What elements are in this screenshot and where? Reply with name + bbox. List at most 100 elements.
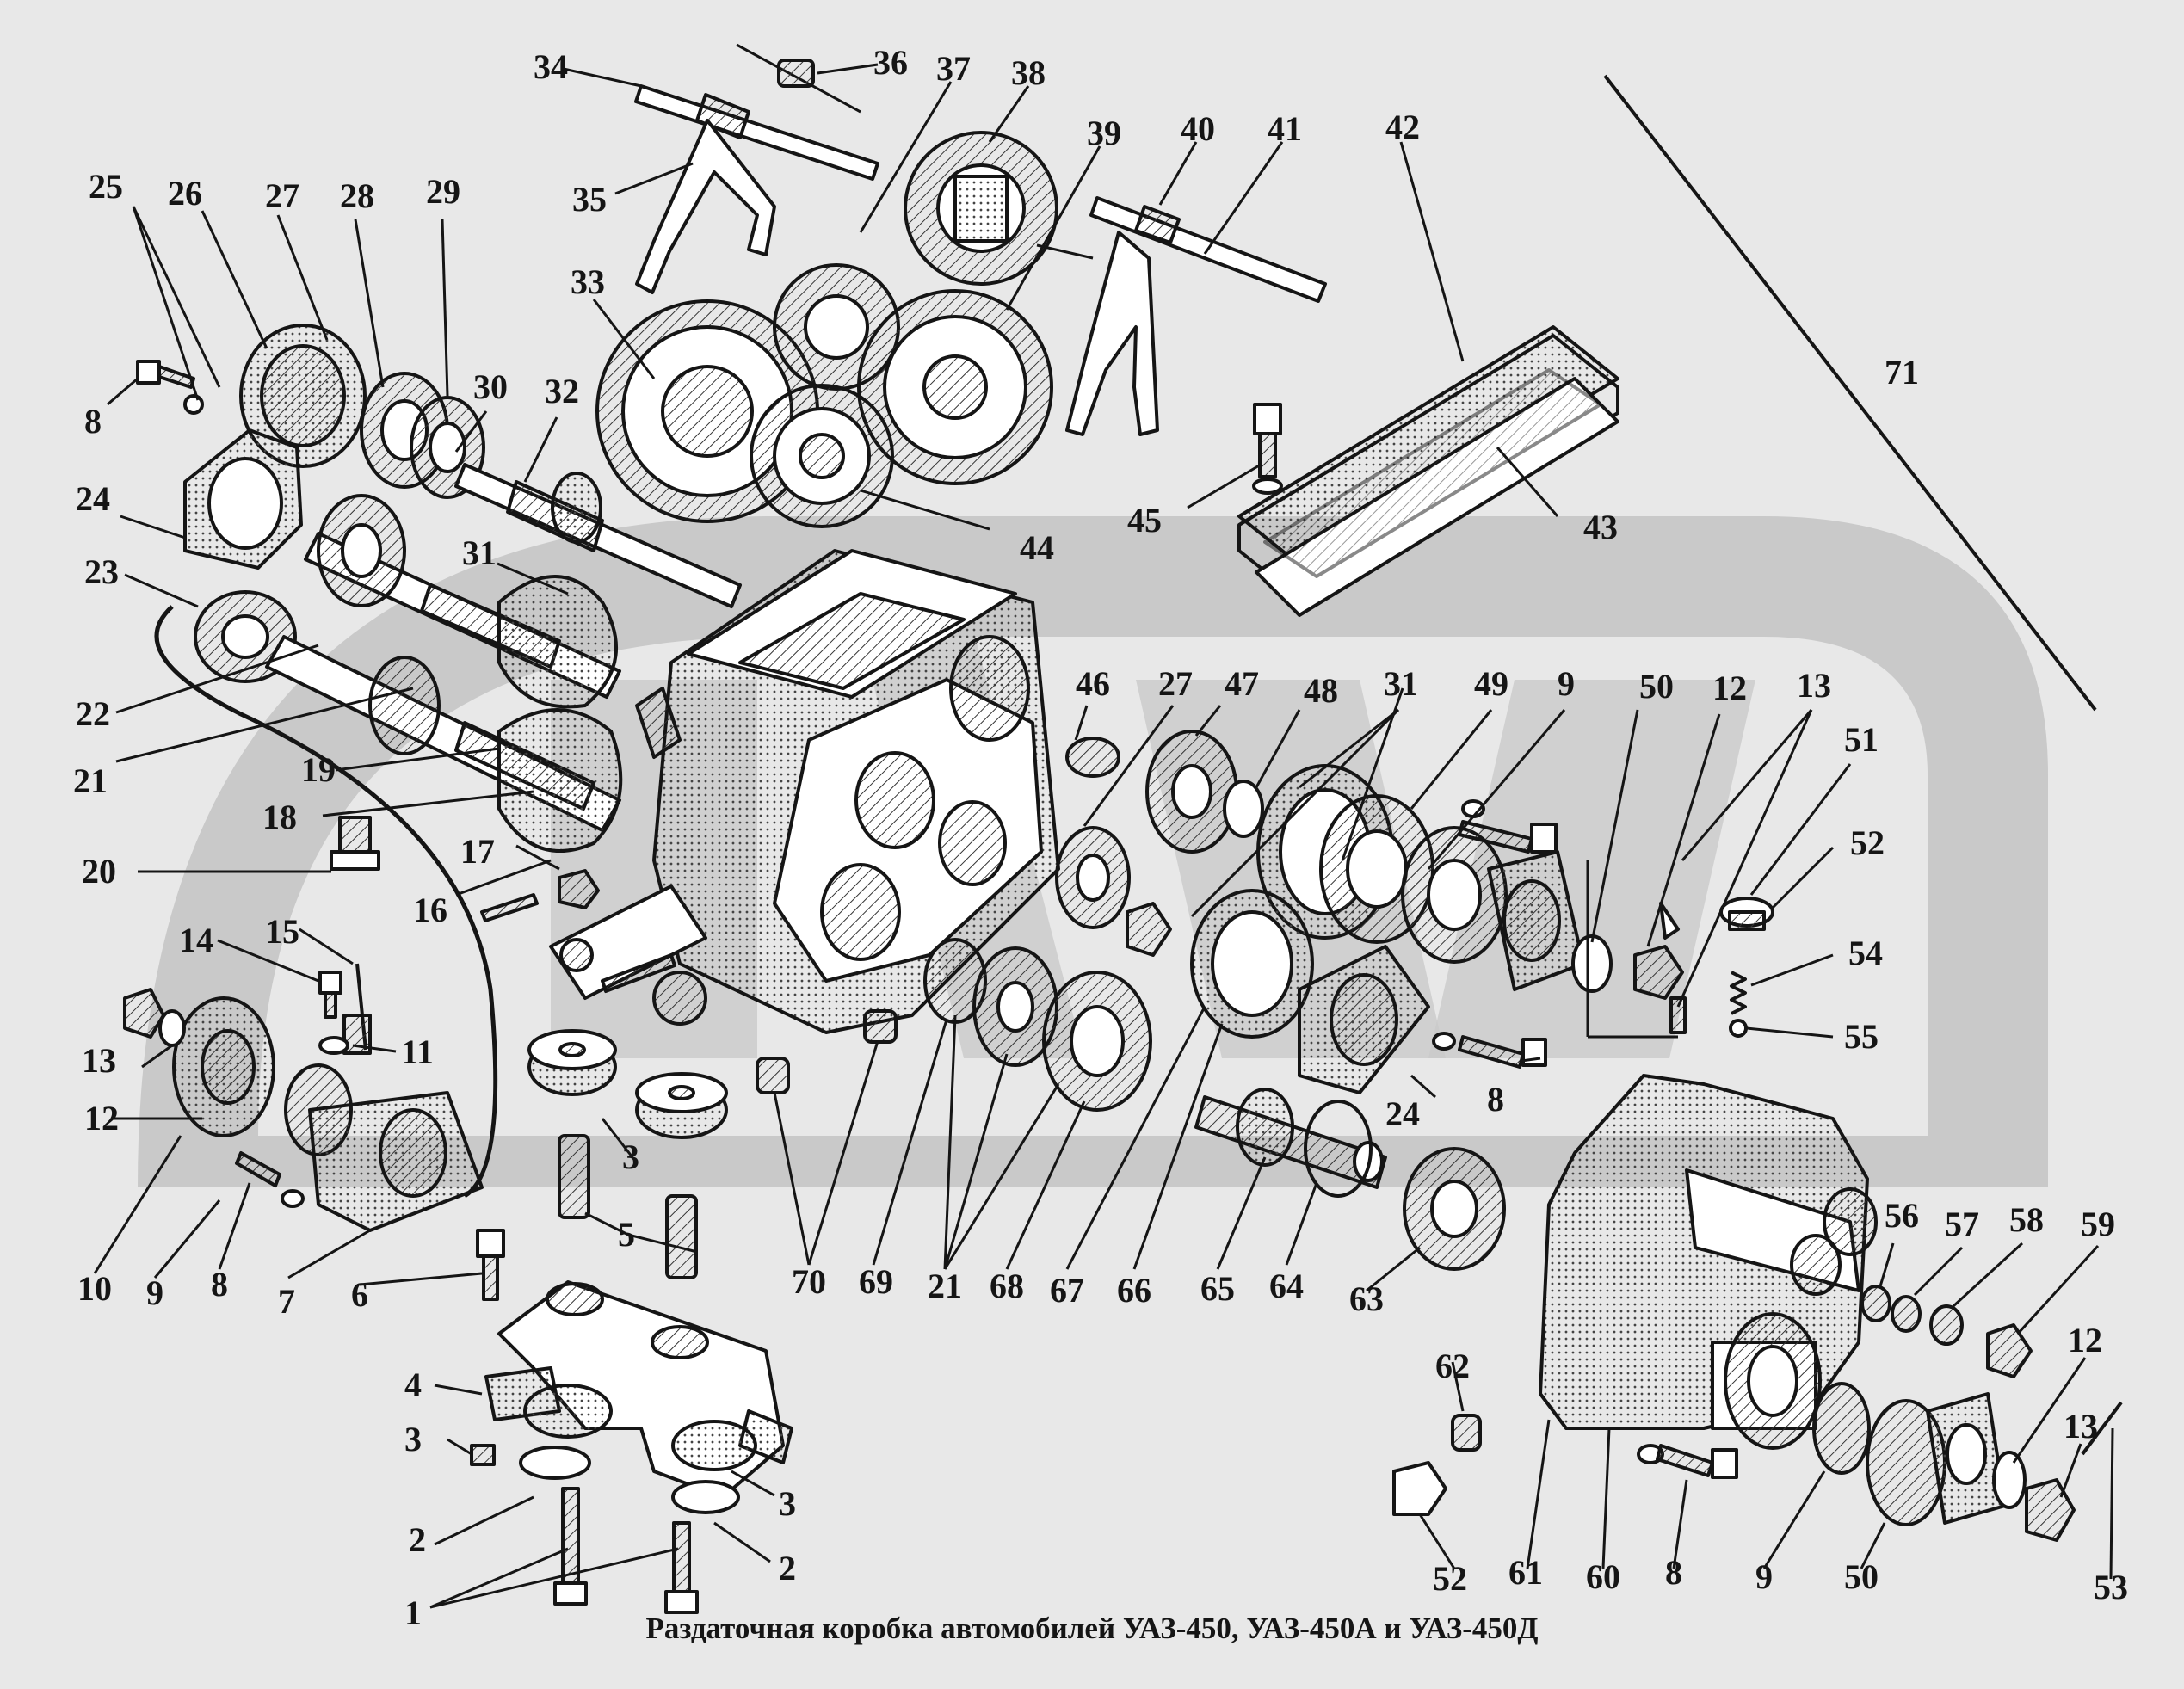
callout-13: 13 (1797, 666, 1831, 705)
callout-48: 48 (1304, 671, 1338, 710)
gear-39 (857, 289, 1053, 485)
callout-2-right: 2 (779, 1549, 796, 1587)
callout-63: 63 (1349, 1279, 1384, 1318)
flange-10 (172, 996, 275, 1137)
gear-68 (1042, 971, 1152, 1112)
gear-44 (750, 384, 894, 528)
figure-caption: Раздаточная коробка автомобилей УАЗ-450,… (645, 1612, 1539, 1645)
callout-16: 16 (413, 891, 447, 929)
bolts-1 (553, 1487, 699, 1614)
callout-19: 19 (301, 750, 336, 789)
callout-51: 51 (1844, 720, 1879, 759)
callout-8-right: 8 (1487, 1080, 1504, 1119)
callout-30: 30 (473, 367, 508, 406)
callout-3-right: 3 (779, 1484, 796, 1523)
callout-40: 40 (1181, 109, 1215, 148)
callout-8-left: 8 (211, 1265, 228, 1304)
callout-43: 43 (1583, 508, 1618, 546)
callout-59: 59 (2081, 1205, 2115, 1243)
callout-37: 37 (936, 49, 971, 88)
seal-27-right (1055, 826, 1131, 929)
callout-8: 8 (84, 402, 102, 441)
callout-55: 55 (1844, 1017, 1879, 1056)
washer-12-left (158, 1009, 186, 1047)
callout-21: 21 (73, 761, 108, 800)
callout-53: 53 (2094, 1568, 2128, 1606)
ring-57 (1891, 1295, 1922, 1333)
callout-26: 26 (168, 174, 202, 213)
nut-59 (1986, 1323, 2033, 1378)
callout-42: 42 (1385, 108, 1420, 146)
callout-57: 57 (1945, 1205, 1979, 1243)
bolt-45 (1252, 403, 1283, 495)
callout-67: 67 (1050, 1271, 1084, 1310)
callout-8-bottom: 8 (1665, 1553, 1682, 1592)
callout-6: 6 (351, 1275, 368, 1314)
callout-56: 56 (1885, 1196, 1919, 1235)
flange-26 (239, 324, 367, 468)
sleeve-5-b (665, 1194, 698, 1279)
bearing-21-right (972, 946, 1058, 1067)
callout-41: 41 (1268, 109, 1302, 148)
callout-24-right: 24 (1385, 1094, 1420, 1133)
washer-12-bottom (1992, 1451, 2027, 1509)
sleeve-5-a (558, 1134, 590, 1219)
callout-9-left: 9 (146, 1273, 163, 1312)
gasket-19 (497, 708, 623, 853)
wire-loop (154, 605, 498, 1199)
callout-50: 50 (1639, 667, 1674, 706)
callout-3: 3 (622, 1137, 639, 1176)
washer-50 (1571, 934, 1613, 993)
callout-68: 68 (990, 1267, 1024, 1305)
callout-20: 20 (82, 852, 116, 891)
bearing-46 (1065, 737, 1120, 778)
bearing-63 (1403, 1147, 1506, 1271)
bearing-47 (1145, 730, 1238, 854)
plug-20 (330, 816, 380, 871)
gasket-66 (1190, 889, 1314, 1039)
callout-44: 44 (1020, 528, 1054, 567)
callout-9: 9 (1558, 664, 1575, 703)
bolt-14 (318, 971, 342, 1019)
shaft-65 (1194, 1088, 1387, 1189)
callout-18: 18 (262, 798, 297, 836)
callout-4: 4 (404, 1365, 422, 1404)
callout-9-bottom: 9 (1755, 1557, 1773, 1596)
callout-39: 39 (1087, 114, 1121, 152)
callout-10: 10 (77, 1269, 112, 1308)
ring-58 (1929, 1304, 1964, 1346)
callout-3-left: 3 (404, 1420, 422, 1458)
bolt-8-right-lower (1432, 1032, 1547, 1069)
callout-2-left: 2 (409, 1520, 426, 1559)
callout-5: 5 (618, 1215, 635, 1254)
cover-42 (1237, 325, 1619, 617)
nut-12-right (1633, 902, 1684, 1000)
flange-9-right (1401, 826, 1508, 964)
cover-24 (183, 428, 303, 570)
rubber-cushion-3-a (527, 1029, 617, 1096)
shift-rod-41 (1036, 196, 1327, 436)
nut-13-left (123, 988, 165, 1039)
callout-71: 71 (1885, 353, 1919, 391)
callout-25: 25 (89, 167, 123, 206)
callout-52: 52 (1850, 823, 1885, 862)
nut-center (1126, 902, 1172, 957)
callout-36: 36 (873, 43, 908, 82)
callout-60: 60 (1586, 1557, 1620, 1596)
callout-29: 29 (426, 172, 460, 211)
rear-housing-60 (1539, 1074, 1878, 1450)
callout-22: 22 (76, 694, 110, 733)
callout-7: 7 (278, 1282, 295, 1321)
transfer-case-housing (549, 549, 1060, 1034)
callout-58: 58 (2009, 1200, 2044, 1239)
shift-rod-34 (634, 43, 879, 294)
speedo-gear-15 (342, 963, 372, 1055)
callout-35: 35 (572, 180, 607, 219)
callout-31: 31 (462, 533, 497, 572)
callout-27-right: 27 (1158, 664, 1193, 703)
ring-48 (1223, 780, 1264, 838)
bolt-6 (476, 1229, 505, 1301)
callout-61: 61 (1508, 1553, 1543, 1592)
drawing-parts (123, 43, 2123, 1614)
